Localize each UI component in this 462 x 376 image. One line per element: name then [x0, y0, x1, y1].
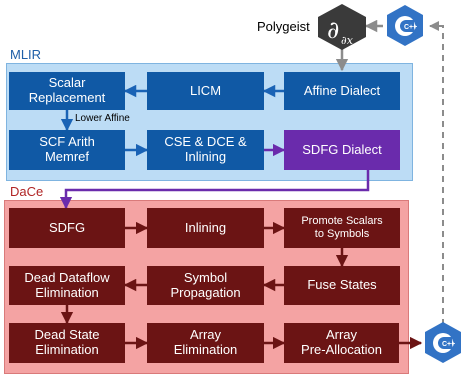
sdfg-box: SDFG [9, 208, 125, 248]
symbol-propagation-box: Symbol Propagation [147, 266, 264, 305]
array-preallocation-box: Array Pre-Allocation [284, 323, 399, 363]
svg-text:C++: C++ [442, 341, 455, 348]
svg-text:∂: ∂ [327, 16, 339, 44]
cpp-logo-icon-bottom: C++ [425, 322, 461, 363]
dace-label: DaCe [10, 184, 44, 199]
sdfg-dialect-box: SDFG Dialect [284, 130, 400, 170]
lower-affine-label: Lower Affine [75, 113, 130, 124]
scf-arith-memref-box: SCF Arith Memref [9, 130, 125, 170]
array-elimination-box: Array Elimination [147, 323, 264, 363]
svg-text:∂x: ∂x [341, 34, 354, 47]
svg-text:C++: C++ [404, 24, 417, 31]
licm-box: LICM [147, 72, 264, 110]
arrow-sdfgdialect-to-sdfg [59, 170, 370, 210]
polygeist-label: Polygeist [257, 19, 310, 34]
mlir-label: MLIR [10, 47, 42, 62]
scalar-replacement-box: Scalar Replacement [9, 72, 125, 110]
cse-dce-inlining-box: CSE & DCE & Inlining [147, 130, 264, 170]
inlining-box: Inlining [147, 208, 264, 248]
dead-dataflow-elimination-box: Dead Dataflow Elimination [9, 266, 125, 305]
arrow-output-to-cpp-dashed [429, 21, 444, 325]
dead-state-elimination-box: Dead State Elimination [9, 323, 125, 363]
cpp-logo-icon-top: C++ [387, 5, 423, 46]
promote-scalars-box: Promote Scalars to Symbols [284, 208, 400, 248]
affine-dialect-box: Affine Dialect [284, 72, 400, 110]
partial-derivative-hexagon-icon: ∂ ∂x [318, 4, 366, 50]
fuse-states-box: Fuse States [284, 266, 400, 305]
